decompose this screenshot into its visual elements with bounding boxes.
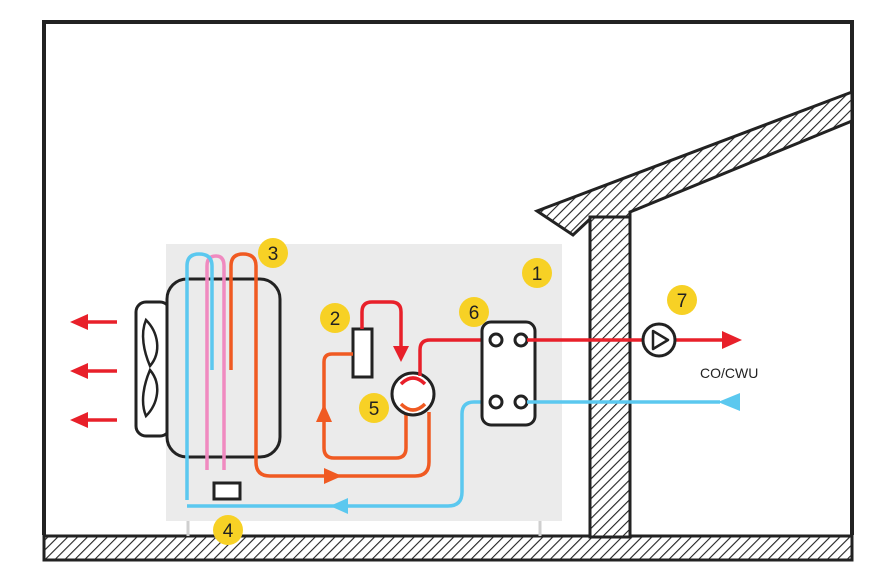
flow-label: CO/CWU [700, 365, 758, 381]
fan-guard [134, 300, 172, 438]
badge-number: 1 [532, 264, 543, 285]
cold-return-line [187, 400, 493, 514]
valve-outlet-line [360, 300, 403, 352]
badge-plate-heat-exchanger: 6 [459, 297, 489, 327]
compressor-hot-line [418, 338, 493, 376]
hx-port-top-right [513, 332, 529, 348]
badge-outdoor-unit: 1 [522, 258, 552, 288]
evaporator [165, 252, 431, 500]
condensate-tray [212, 481, 242, 501]
plate-heat-exchanger [480, 320, 537, 427]
hx-port-bottom-left [488, 394, 504, 410]
heating-circuit [527, 331, 742, 411]
badge-number: 2 [330, 309, 341, 330]
building [42, 20, 854, 562]
badge-circulation-pump: 7 [667, 285, 697, 315]
badge-number: 4 [223, 521, 234, 542]
badge-evaporator: 3 [258, 238, 288, 268]
badge-condensate-tray: 4 [213, 515, 243, 545]
return-arrow [718, 393, 740, 411]
valve-inlet-line [322, 352, 408, 460]
exhaust-arrow [70, 314, 117, 330]
evaporator-inner-tube [205, 254, 226, 470]
compressor-suction [399, 402, 427, 412]
building-wall-outline [42, 20, 854, 535]
pump-arrow-icon [651, 329, 670, 351]
compressor [390, 338, 493, 417]
circulation-pump [641, 322, 677, 358]
valve-inlet-arrow [316, 404, 332, 422]
expansion-valve [316, 300, 409, 460]
badge-compressor: 5 [359, 393, 389, 423]
evaporator-warm-tube [229, 252, 431, 478]
badge-number: 6 [469, 303, 480, 324]
ground-slab [42, 534, 854, 562]
badge-expansion-valve: 2 [320, 303, 350, 333]
exhaust-arrow [70, 412, 117, 428]
pump-body [641, 322, 677, 358]
interior-wall [588, 215, 632, 539]
hx-port-top-left [488, 332, 504, 348]
fan-blade-lower [141, 367, 159, 419]
evaporator-cold-tube [185, 252, 214, 500]
badge-number: 5 [369, 399, 380, 420]
expansion-valve-body [351, 327, 374, 379]
exhaust-air-arrows [70, 314, 117, 428]
cold-flow-arrow [330, 498, 348, 514]
valve-flow-arrow [393, 346, 409, 362]
roof [533, 89, 854, 237]
badge-number: 7 [677, 291, 688, 312]
compressor-discharge [399, 376, 427, 386]
badge-number: 3 [268, 244, 279, 265]
supply-arrow [722, 331, 742, 349]
fan-blade-upper [141, 317, 159, 369]
condensate-tray-box [212, 481, 242, 501]
exhaust-arrow [70, 363, 117, 379]
hx-port-bottom-right [513, 394, 529, 410]
badges: 1 2 3 4 5 6 7 [213, 238, 697, 545]
warm-flow-arrow [324, 468, 342, 484]
